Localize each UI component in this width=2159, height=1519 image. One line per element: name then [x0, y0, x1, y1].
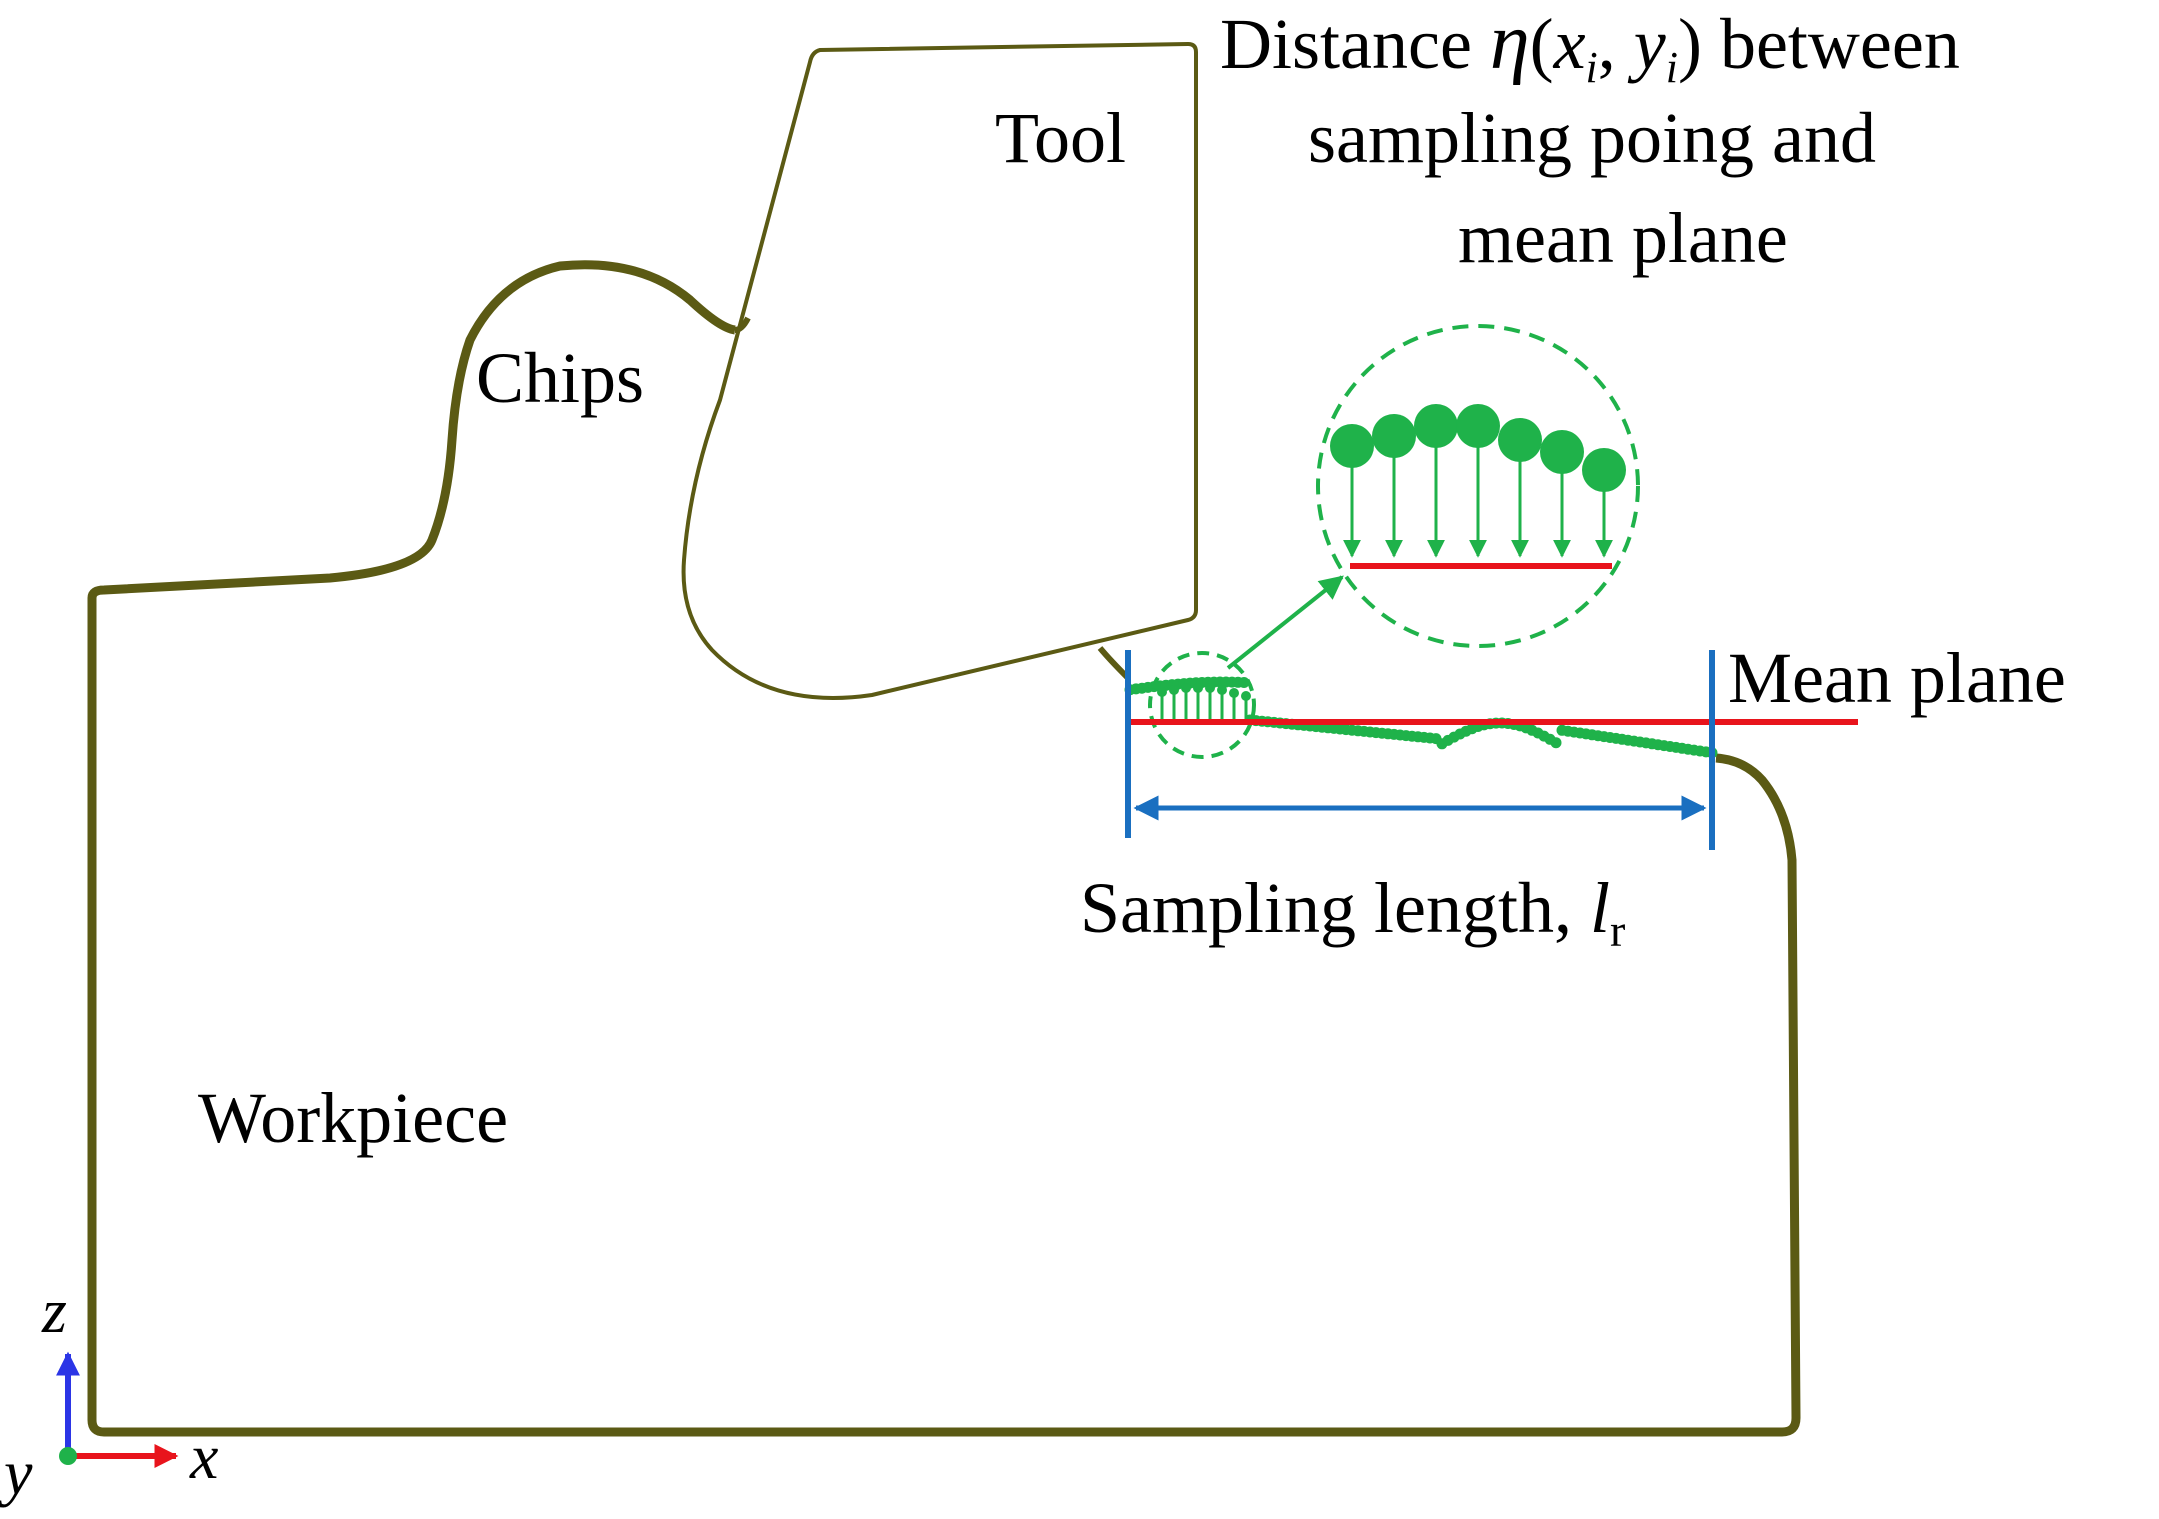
local-region-circle — [1148, 651, 1256, 759]
distance-label-line3: mean plane — [1458, 198, 1788, 278]
distance-comma: , — [1598, 4, 1634, 84]
distance-eta: η — [1490, 0, 1530, 86]
workpiece-label: Workpiece — [198, 1078, 508, 1158]
local-sample-point — [1193, 683, 1203, 693]
distance-close-paren: ) — [1678, 4, 1702, 84]
magnified-sample-point — [1414, 404, 1458, 448]
surface-point — [1550, 737, 1562, 749]
magnified-sample-point — [1582, 448, 1626, 492]
magnified-circle — [1316, 324, 1640, 648]
distance-label-line1: Distance η(xi, yi) between — [1220, 0, 1960, 92]
tool-label: Tool — [995, 98, 1126, 178]
local-sample-point — [1241, 691, 1251, 701]
distance-x-subscript: i — [1586, 43, 1598, 92]
workpiece-top-edge — [87, 260, 736, 599]
sampling-length-subscript: r — [1610, 905, 1625, 956]
chips-outline — [734, 316, 751, 333]
distance-y-subscript: i — [1666, 43, 1678, 92]
magnified-sample-point — [1330, 424, 1374, 468]
z-axis-label: z — [41, 1275, 67, 1346]
chip-curl — [1097, 646, 1131, 681]
distance-y: y — [1627, 4, 1666, 84]
local-sample-point — [1181, 683, 1191, 693]
y-axis-dot — [59, 1447, 77, 1465]
magnified-sample-point — [1498, 418, 1542, 462]
local-sample-point — [1205, 683, 1215, 693]
zoom-arrow — [1226, 575, 1344, 670]
y-axis-label: y — [0, 1437, 33, 1508]
local-sample-point — [1157, 687, 1167, 697]
local-sample-point — [1169, 685, 1179, 695]
surface-point — [1238, 677, 1250, 688]
local-sample-point — [1229, 688, 1239, 698]
mean-plane-label: Mean plane — [1728, 638, 2066, 718]
distance-label-line2: sampling poing and — [1308, 98, 1876, 178]
tool-outline — [681, 42, 1198, 700]
magnified-sample-stems — [1330, 404, 1626, 558]
local-sample-point — [1217, 685, 1227, 695]
sampling-length-label: Sampling length, lr — [1080, 868, 1625, 956]
x-axis-label: x — [189, 1421, 218, 1492]
distance-suffix: between — [1702, 4, 1960, 84]
sampling-length-symbol: l — [1590, 868, 1610, 948]
chips-label: Chips — [476, 338, 644, 418]
distance-prefix: Distance — [1220, 4, 1490, 84]
sampling-length-text: Sampling length, — [1080, 868, 1590, 948]
magnified-sample-point — [1540, 430, 1584, 474]
local-sample-stems — [1157, 683, 1251, 720]
distance-open-paren: ( — [1530, 4, 1554, 84]
workpiece-outline — [87, 598, 1801, 1437]
magnified-sample-point — [1372, 414, 1416, 458]
distance-x: x — [1553, 4, 1586, 84]
magnified-sample-point — [1456, 404, 1500, 448]
